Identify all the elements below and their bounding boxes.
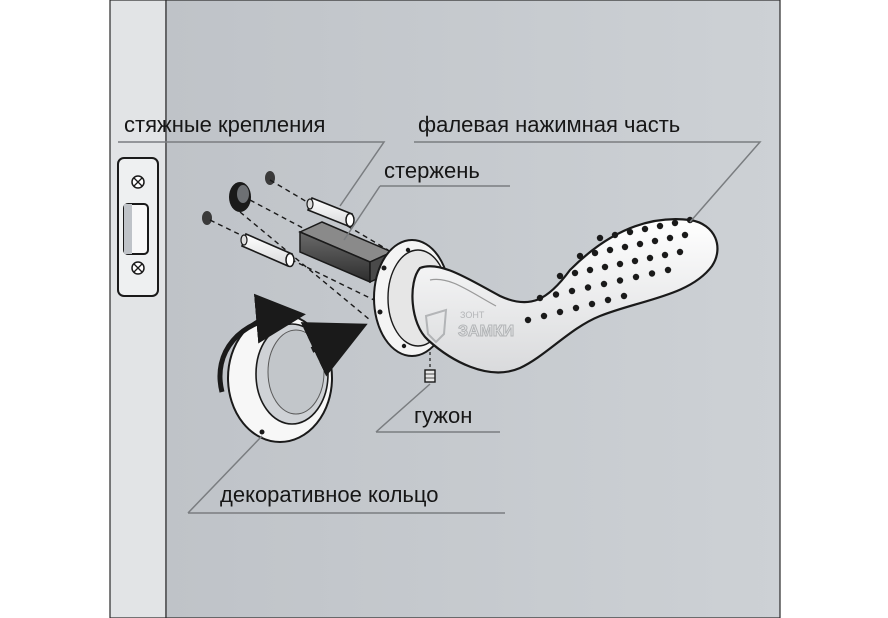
grip-dot xyxy=(620,292,628,300)
grip-dot xyxy=(568,287,576,295)
label-lever: фалевая нажимная часть xyxy=(418,112,681,137)
direction-arrow xyxy=(300,322,368,377)
rotation-arrow xyxy=(217,293,306,393)
grip-dot xyxy=(524,316,532,324)
grip-dot xyxy=(588,300,596,308)
grip-dot xyxy=(552,291,560,298)
grip-dot xyxy=(641,225,649,233)
fastener-post-lower xyxy=(240,232,295,268)
grip-dot xyxy=(648,270,656,277)
watermark: ЗОНТ ЗАМКИ xyxy=(424,308,515,344)
grip-dot xyxy=(600,280,608,288)
label-fasteners: стяжные крепления xyxy=(124,112,326,137)
grip-dot xyxy=(540,312,548,320)
lever-handle xyxy=(411,218,719,374)
latch-plate xyxy=(117,157,159,297)
grip-dot xyxy=(666,234,674,242)
grip-dot xyxy=(656,222,664,230)
grip-dot xyxy=(591,249,599,257)
grip-dot xyxy=(616,260,624,268)
watermark-line-1: ЗОНТ xyxy=(460,310,485,320)
grip-dot xyxy=(686,216,694,224)
grip-dot xyxy=(611,231,619,239)
grip-dot xyxy=(671,219,679,227)
grip-dot xyxy=(646,254,654,262)
grip-dot xyxy=(626,228,634,236)
grip-dot xyxy=(536,294,544,302)
grip-dot xyxy=(631,257,639,265)
grip-dot xyxy=(606,246,614,254)
label-spindle: стержень xyxy=(384,158,480,183)
grip-dot xyxy=(601,263,609,271)
grip-dot xyxy=(571,269,579,277)
grub-screw xyxy=(424,352,436,383)
grip-dot xyxy=(636,240,644,248)
watermark-line-2: ЗАМКИ xyxy=(458,323,514,340)
grip-dot xyxy=(572,304,580,312)
leader-lines xyxy=(118,141,762,514)
grip-dot xyxy=(584,284,592,291)
label-grub-screw: гужон xyxy=(414,403,473,428)
grip-dot xyxy=(681,231,689,239)
grip-dot xyxy=(616,277,624,284)
grip-dot xyxy=(676,248,684,256)
grip-dot xyxy=(604,296,612,304)
grip-dot xyxy=(576,252,584,260)
door-holes xyxy=(202,171,275,225)
fastener-post-upper xyxy=(306,196,355,228)
grip-dot xyxy=(556,308,564,316)
grip-dot xyxy=(661,251,669,259)
grip-dot xyxy=(632,273,640,281)
grip-dot xyxy=(621,243,629,251)
grip-dot xyxy=(651,237,659,245)
lever-grip-dots xyxy=(524,216,694,324)
grip-dot xyxy=(556,272,564,280)
grip-dot xyxy=(664,266,672,274)
door-frame xyxy=(109,0,167,618)
grip-dot xyxy=(586,266,594,274)
label-rosette: декоративное кольцо xyxy=(220,482,439,507)
grip-dot xyxy=(596,234,604,242)
